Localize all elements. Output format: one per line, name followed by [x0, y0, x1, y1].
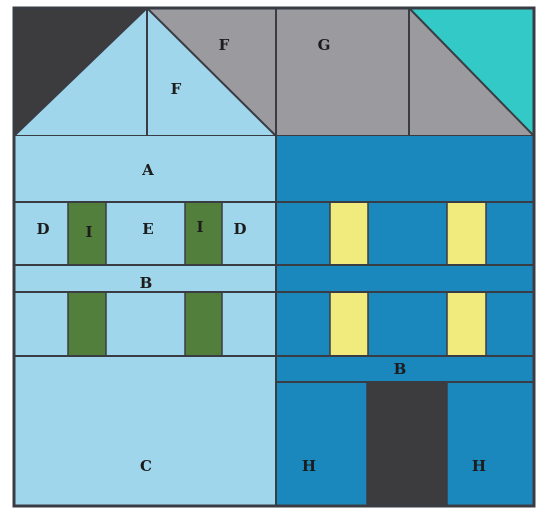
house-right: B H H	[276, 136, 534, 506]
shutter-lower-left	[68, 292, 106, 356]
label-d-right: D	[233, 220, 246, 238]
label-i-left: I	[85, 223, 92, 241]
label-a: A	[141, 161, 154, 179]
label-c: C	[140, 457, 152, 475]
label-d-left: D	[36, 220, 49, 238]
label-i-right: I	[196, 218, 203, 236]
label-g: G	[318, 36, 331, 54]
window-lower-left	[330, 292, 368, 356]
window-upper-left	[330, 202, 368, 265]
house-left: A D I E I D B C	[14, 136, 276, 506]
label-f-right: F	[219, 36, 230, 54]
house-left-fill	[14, 136, 276, 506]
label-b-left: B	[140, 274, 153, 292]
label-e: E	[142, 220, 153, 238]
label-b-right: B	[394, 360, 407, 378]
door	[367, 382, 447, 506]
label-h-right: H	[472, 457, 486, 475]
shutter-lower-right	[185, 292, 222, 356]
label-f-left: F	[171, 80, 182, 98]
label-h-left: H	[302, 457, 316, 475]
roof: F F G	[14, 8, 534, 136]
window-upper-right	[447, 202, 486, 265]
window-lower-right	[447, 292, 486, 356]
